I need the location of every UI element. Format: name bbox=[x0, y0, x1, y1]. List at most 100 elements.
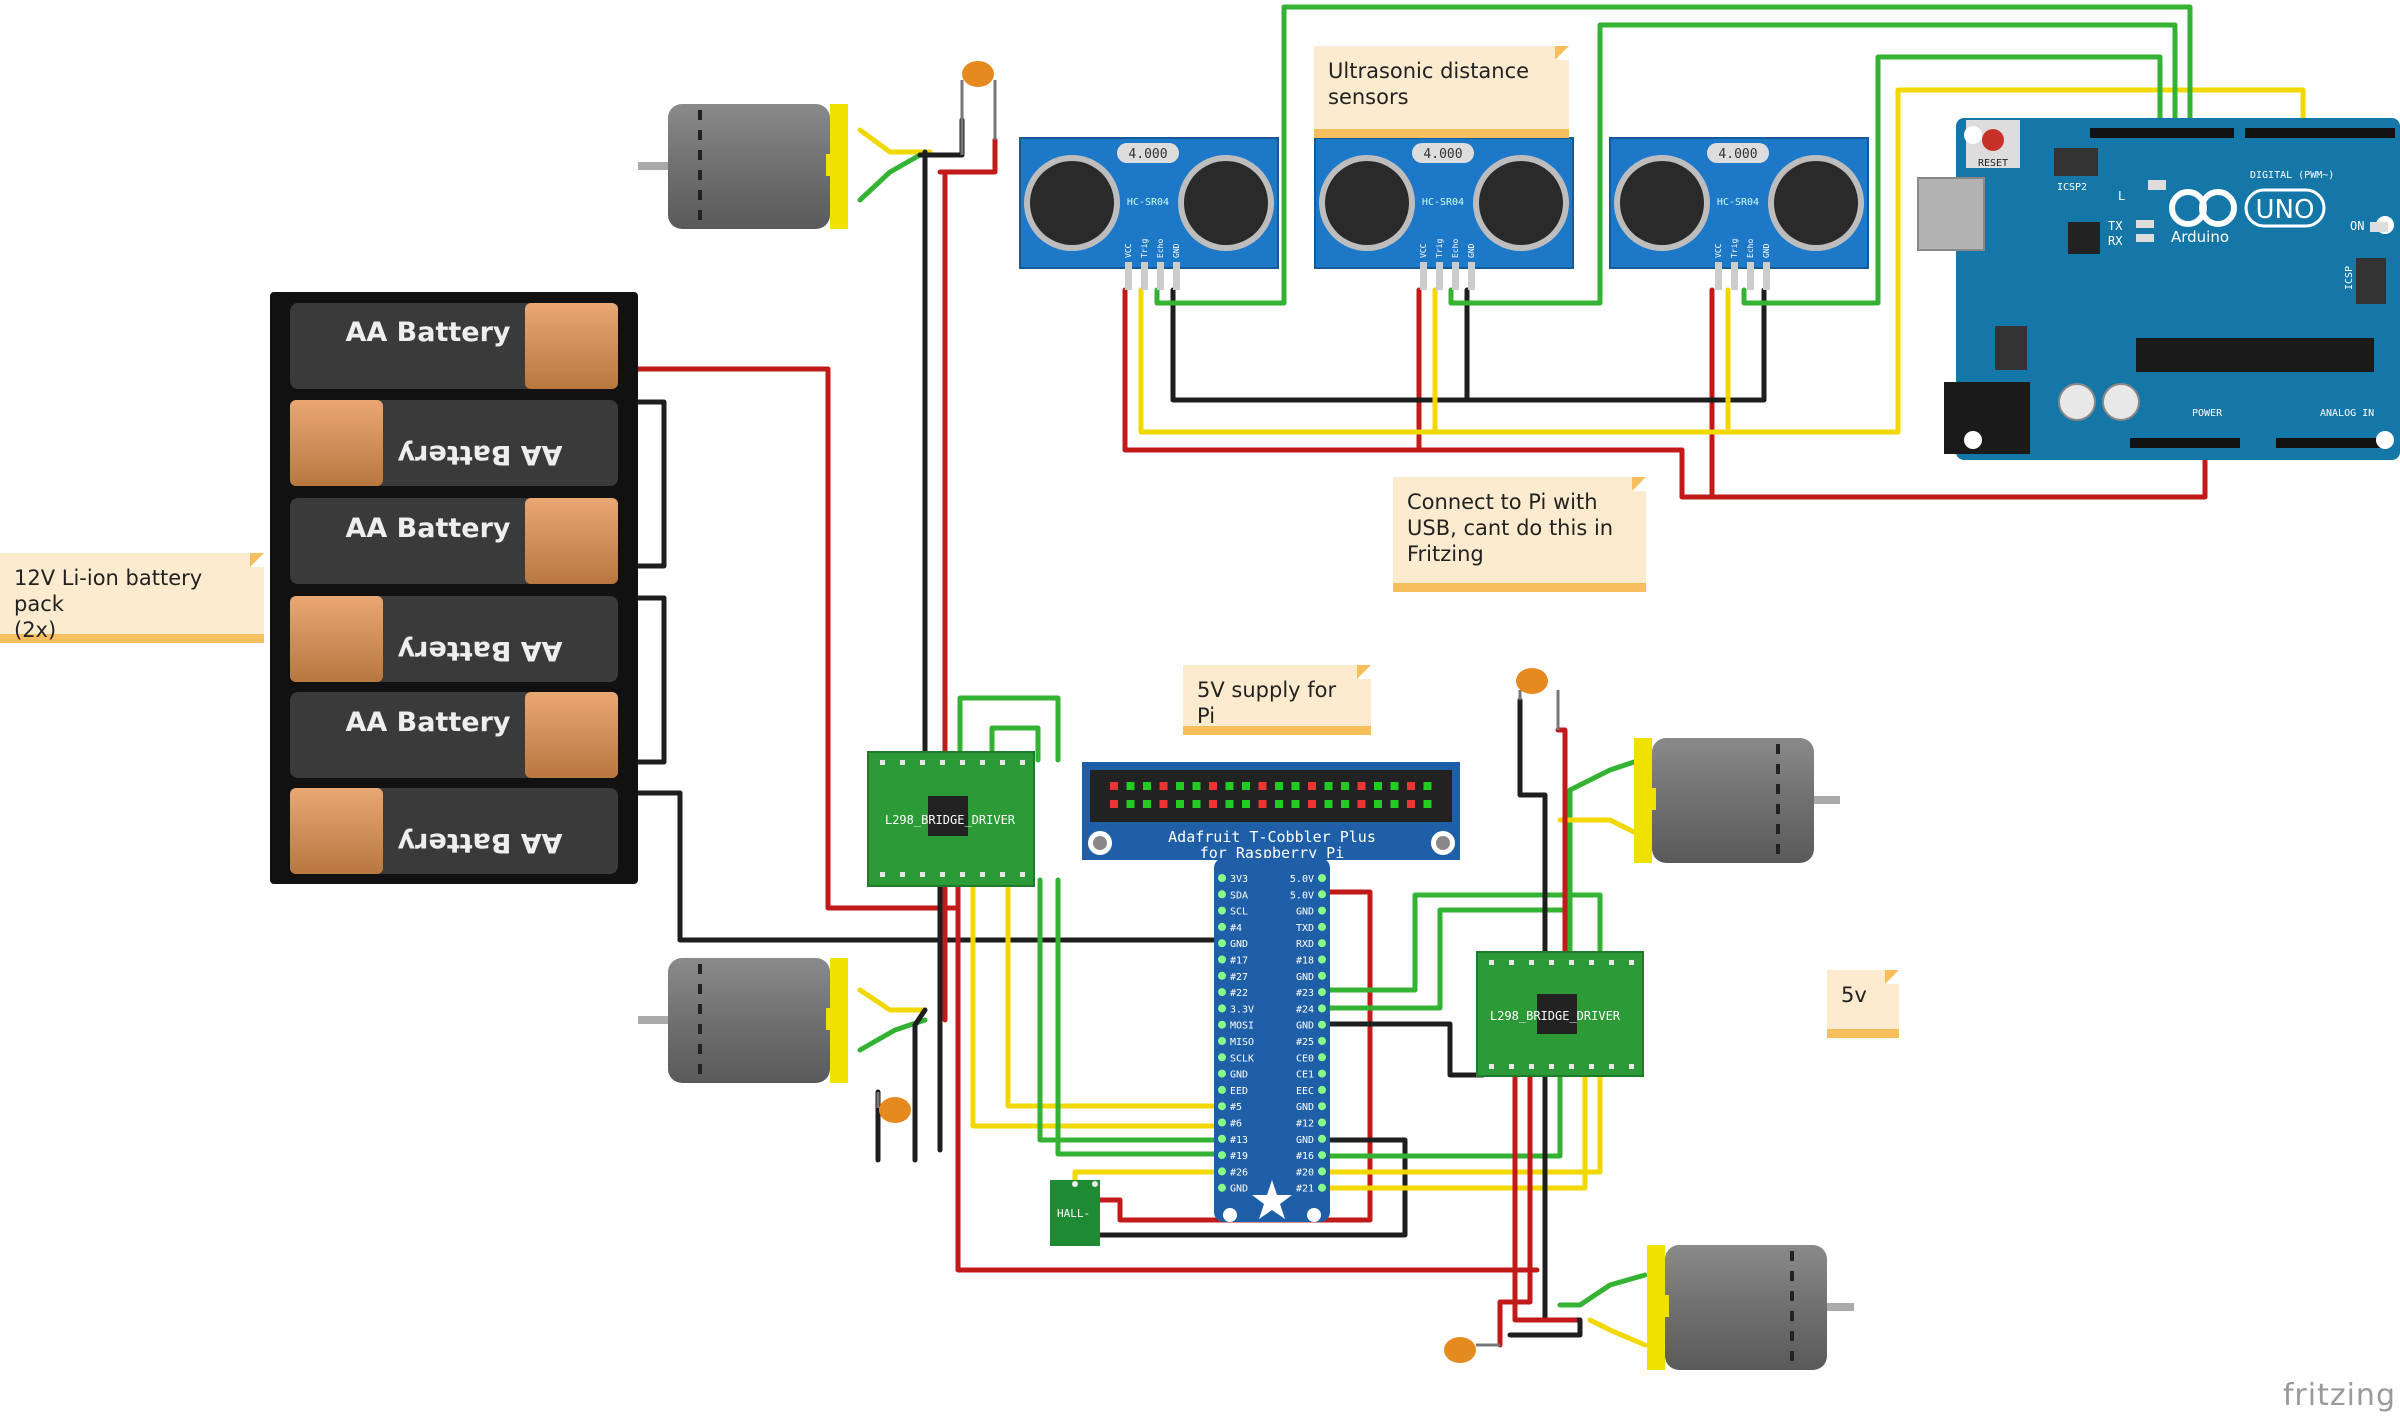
cobbler-pin-label: #13 bbox=[1230, 1135, 1248, 1146]
battery-cell-label: AA Battery bbox=[345, 513, 510, 544]
battery-cell-2: AA Battery bbox=[290, 400, 618, 486]
cobbler-pin bbox=[1218, 1069, 1226, 1078]
gpio-header-pin bbox=[1423, 782, 1432, 790]
gpio-header-pin bbox=[1159, 800, 1168, 808]
gpio-header-pin bbox=[1176, 782, 1184, 790]
wire-battery-negative bbox=[625, 790, 1219, 943]
sensor-pin bbox=[1452, 262, 1459, 290]
cobbler-pin-label: #12 bbox=[1296, 1119, 1314, 1130]
gpio-header-pin bbox=[1258, 800, 1267, 808]
wire-sensor-green-1 bbox=[1154, 4, 2193, 306]
cobbler-pin-label: SDA bbox=[1230, 890, 1248, 901]
sensor-pin-label: Trig bbox=[1435, 239, 1444, 258]
cobbler-pin bbox=[1218, 1085, 1226, 1094]
arduino-logo: UNO Arduino bbox=[2169, 188, 2326, 246]
battery-pack: AA Battery AA Battery AA Battery AA Batt… bbox=[270, 292, 638, 884]
gpio-header-pin bbox=[1110, 800, 1118, 808]
sensor-pin bbox=[1173, 262, 1180, 290]
cobbler-pin-label: MISO bbox=[1230, 1037, 1254, 1048]
svg-text:POWER: POWER bbox=[2192, 408, 2223, 419]
wire-sensor-yellow-rail bbox=[1138, 87, 2306, 435]
wire-m4-black bbox=[1507, 1067, 1583, 1338]
sensor-pin-label: GND bbox=[1762, 243, 1771, 258]
gpio-header-pin bbox=[1407, 782, 1415, 790]
cobbler-pin bbox=[1218, 1134, 1226, 1143]
sensor-pin bbox=[1157, 262, 1164, 290]
gpio-header-pin bbox=[1357, 782, 1366, 790]
battery-cell-label: AA Battery bbox=[345, 317, 510, 348]
fritzing-logo: fritzing bbox=[2282, 1378, 2396, 1413]
cobbler-pin-label: #26 bbox=[1230, 1167, 1248, 1178]
motor-1 bbox=[638, 104, 848, 229]
sensor-pin-label: GND bbox=[1467, 243, 1476, 258]
cobbler-pin-label: GND bbox=[1230, 1184, 1248, 1195]
gpio-header-pin bbox=[1324, 800, 1333, 808]
sensor-pin-label: VCC bbox=[1419, 243, 1428, 258]
wire-d2-green-a bbox=[1317, 892, 1603, 993]
cobbler-pin-label: EED bbox=[1230, 1086, 1248, 1097]
gpio-header-pin bbox=[1242, 800, 1250, 808]
wire-m3-red bbox=[1555, 727, 1568, 963]
wire-main-red bbox=[955, 877, 1540, 1273]
cobbler-pin-label: #19 bbox=[1230, 1151, 1248, 1162]
svg-text:TX: TX bbox=[2108, 219, 2123, 233]
battery-cell-4: AA Battery bbox=[290, 596, 618, 682]
sensor-pin-label: Echo bbox=[1746, 239, 1755, 258]
cobbler-pin bbox=[1218, 939, 1226, 948]
motor-2 bbox=[638, 958, 848, 1083]
cobbler-pin-label: GND bbox=[1230, 1070, 1248, 1081]
gpio-header-pin bbox=[1192, 800, 1201, 808]
wire-d1-green-a bbox=[957, 695, 1061, 763]
gpio-header-pin bbox=[1209, 800, 1217, 808]
cobbler-pin bbox=[1218, 1037, 1226, 1045]
cobbler-pin bbox=[1318, 1167, 1326, 1176]
cobbler-pin-label: SCLK bbox=[1230, 1053, 1254, 1064]
note-battery-pack: 12V Li-ion battery pack (2x) bbox=[0, 553, 264, 643]
cobbler-pin-label: #18 bbox=[1296, 956, 1314, 967]
cobbler-pin bbox=[1318, 1183, 1326, 1192]
cobbler-pin-label: #20 bbox=[1296, 1167, 1314, 1178]
wire-d1-green-b bbox=[989, 725, 1041, 763]
svg-text:UNO: UNO bbox=[2256, 195, 2315, 225]
wire-d1-yellow-a bbox=[1005, 877, 1223, 1109]
wire-battery-positive bbox=[625, 366, 961, 911]
svg-text:L298_BRIDGE_DRIVER: L298_BRIDGE_DRIVER bbox=[885, 813, 1016, 827]
wire-battery-link-2 bbox=[625, 595, 667, 765]
wire-battery-link-1 bbox=[625, 399, 667, 569]
cobbler-pin bbox=[1218, 922, 1226, 931]
gpio-header-pin bbox=[1407, 800, 1415, 808]
battery-cell-5: AA Battery bbox=[290, 692, 618, 778]
cobbler-pin-label: #6 bbox=[1230, 1119, 1242, 1130]
gpio-header-pin bbox=[1374, 800, 1382, 808]
sensor-model-label: HC-SR04 bbox=[1127, 197, 1169, 208]
svg-text:RX: RX bbox=[2108, 234, 2123, 248]
note-ultrasonic-sensors: Ultrasonic distance sensors bbox=[1314, 46, 1569, 138]
gpio-header-pin bbox=[1341, 782, 1349, 790]
sensor-pin bbox=[1763, 262, 1770, 290]
wire-sensor-green-2 bbox=[1448, 22, 2178, 306]
sensor-crystal-label: 4.000 bbox=[1128, 147, 1167, 162]
gpio-header-pin bbox=[1390, 800, 1399, 808]
battery-cell-label: AA Battery bbox=[397, 635, 562, 666]
sensor-model-label: HC-SR04 bbox=[1717, 197, 1759, 208]
cobbler-pin-label: GND bbox=[1296, 1102, 1314, 1113]
wire-d2-green-c bbox=[1317, 1067, 1563, 1159]
l298-driver-1: L298_BRIDGE_DRIVER bbox=[867, 751, 1035, 887]
sensor-pin bbox=[1125, 262, 1132, 290]
capacitor-1 bbox=[960, 61, 997, 155]
gpio-header-pin bbox=[1374, 782, 1382, 790]
sensor-pin-label: VCC bbox=[1714, 243, 1723, 258]
wire-m3-black bbox=[1517, 697, 1548, 963]
wire-sensor-red-rail bbox=[1122, 287, 2208, 500]
gpio-header-pin bbox=[1308, 782, 1316, 790]
svg-text:ICSP2: ICSP2 bbox=[2057, 182, 2087, 193]
cobbler-pin bbox=[1218, 1004, 1226, 1013]
wire-d1-green-d bbox=[1055, 877, 1223, 1157]
cobbler-pin bbox=[1318, 1020, 1326, 1029]
cobbler-pin bbox=[1218, 1053, 1226, 1062]
cobbler-pin bbox=[1318, 1069, 1326, 1078]
wire-m1-red bbox=[937, 137, 998, 175]
svg-text:HALL-: HALL- bbox=[1057, 1207, 1090, 1220]
sensor-pin bbox=[1747, 262, 1754, 290]
